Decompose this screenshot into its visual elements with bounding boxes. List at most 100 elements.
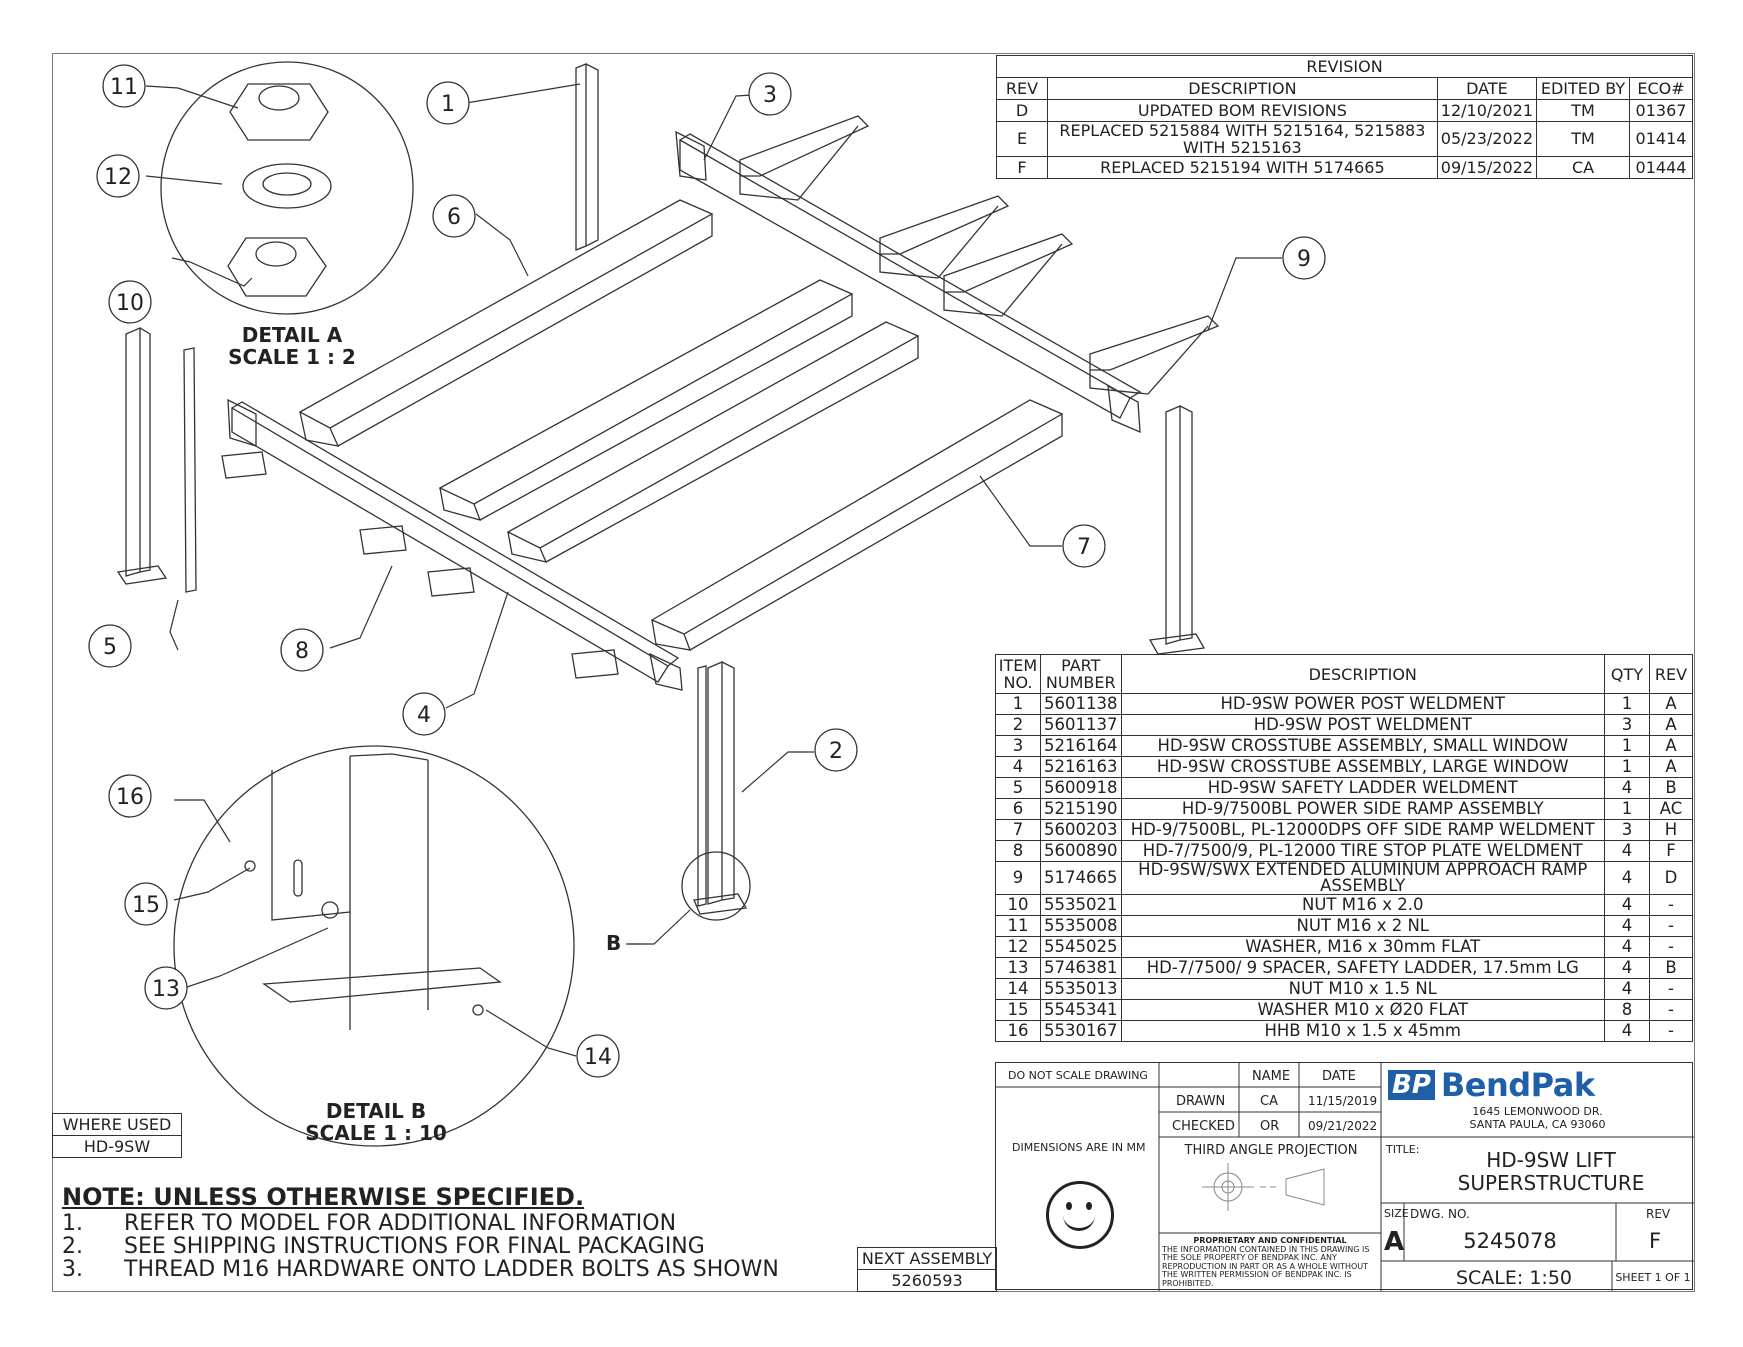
balloon-8: 8 (280, 628, 324, 672)
bom-cell-part: 5216163 (1040, 756, 1122, 778)
detail-a-label: DETAIL A SCALE 1 : 2 (222, 324, 362, 368)
detail-b-callout-circle (681, 851, 751, 921)
bom-cell-qty: 4 (1604, 840, 1650, 862)
notes-section: NOTE: UNLESS OTHERWISE SPECIFIED. 1.REFE… (62, 1183, 779, 1282)
bom-cell-part: 5601138 (1040, 693, 1122, 715)
note-item: 1.REFER TO MODEL FOR ADDITIONAL INFORMAT… (62, 1211, 677, 1236)
bom-cell-qty: 4 (1604, 936, 1650, 958)
svg-text:2: 2 (829, 739, 843, 764)
bom-cell-part: 5530167 (1040, 1020, 1122, 1042)
bom-cell-description: HD-9SW/SWX EXTENDED ALUMINUM APPROACH RA… (1120, 861, 1605, 895)
detail-b-label: DETAIL B SCALE 1 : 10 (296, 1100, 456, 1144)
balloon-3: 3 (748, 72, 792, 116)
bom-cell-rev: - (1649, 915, 1693, 937)
bom-cell-item: 12 (995, 936, 1041, 958)
bom-cell-rev: H (1649, 819, 1693, 841)
balloon-16: 16 (108, 774, 152, 818)
detail-b-scale: SCALE 1 : 10 (305, 1121, 447, 1145)
tire-stop-3 (427, 567, 475, 597)
balloon-9: 9 (1282, 236, 1326, 280)
rev-label: REV (1646, 1207, 1671, 1221)
balloon-12: 12 (96, 154, 140, 198)
bom-cell-rev: - (1649, 1020, 1693, 1042)
bom-cell-rev: A (1649, 693, 1693, 715)
ramp-middle-a (438, 279, 854, 521)
bom-cell-qty: 4 (1604, 957, 1650, 979)
bom-cell-description: HD-7/7500/ 9 SPACER, SAFETY LADDER, 17.5… (1120, 957, 1605, 979)
svg-text:7: 7 (1077, 535, 1091, 560)
company-address: 1645 LEMONWOOD DR. SANTA PAULA, CA 93060 (1469, 1105, 1606, 1131)
do-not-scale-label: DO NOT SCALE DRAWING (1008, 1069, 1148, 1082)
bom-cell-qty: 3 (1604, 819, 1650, 841)
bom-cell-rev: - (1649, 978, 1693, 1000)
dwg-number: 5245078 (1463, 1229, 1557, 1253)
bom-cell-qty: 4 (1604, 978, 1650, 1000)
svg-text:14: 14 (584, 1045, 612, 1070)
balloon-11: 11 (102, 64, 146, 108)
tire-stop-4 (571, 649, 619, 679)
logo-word: BendPak (1440, 1066, 1595, 1104)
bom-cell-rev: A (1649, 714, 1693, 736)
bom-cell-item: 3 (995, 735, 1041, 757)
balloon-2: 2 (814, 728, 858, 772)
size-value: A (1384, 1227, 1405, 1257)
svg-text:15: 15 (132, 893, 160, 918)
balloon-1: 1 (426, 81, 470, 125)
svg-text:6: 6 (447, 205, 461, 230)
logo-mark: BP (1388, 1070, 1435, 1100)
safety-ladder-shape (183, 347, 197, 593)
approach-ramp-2 (879, 195, 1010, 279)
crosstube-front-shape (230, 401, 680, 683)
revision-row: E REPLACED 5215884 WITH 5215164, 5215883… (996, 121, 1693, 157)
bom-cell-rev: - (1649, 894, 1693, 916)
detail-b-marker: B (606, 931, 621, 955)
bom-cell-qty: 8 (1604, 999, 1650, 1021)
projection-label: THIRD ANGLE PROJECTION (1184, 1143, 1358, 1158)
bom-cell-rev: B (1649, 957, 1693, 979)
notes-heading: NOTE: UNLESS OTHERWISE SPECIFIED (62, 1183, 575, 1211)
drawn-name: CA (1260, 1094, 1278, 1109)
svg-text:3: 3 (763, 83, 777, 108)
svg-text:1: 1 (441, 92, 455, 117)
washer-m16-shape (242, 163, 332, 209)
title-block: DO NOT SCALE DRAWING NAME DATE DRAWN CA … (995, 1062, 1694, 1291)
balloon-14: 14 (576, 1034, 620, 1078)
revision-header-row: REV DESCRIPTION DATE EDITED BY ECO# (996, 77, 1693, 100)
bom-cell-rev: AC (1649, 798, 1693, 820)
bom-cell-item: 16 (995, 1020, 1041, 1042)
title-label: TITLE: (1386, 1143, 1420, 1156)
svg-text:9: 9 (1297, 247, 1311, 272)
sheet-label: SHEET 1 OF 1 (1615, 1271, 1691, 1284)
bom-cell-qty: 4 (1604, 1020, 1650, 1042)
note-item: 2.SEE SHIPPING INSTRUCTIONS FOR FINAL PA… (62, 1234, 705, 1259)
detail-a-circle (160, 61, 414, 315)
bom-cell-description: HHB M10 x 1.5 x 45mm (1120, 1020, 1605, 1042)
bom-cell-qty: 4 (1604, 861, 1650, 895)
bom-cell-item: 15 (995, 999, 1041, 1021)
svg-text:16: 16 (116, 785, 144, 810)
nut-m16-shape (227, 237, 327, 297)
bom-cell-item: 14 (995, 978, 1041, 1000)
svg-text:8: 8 (295, 639, 309, 664)
bom-cell-item: 11 (995, 915, 1041, 937)
svg-text:13: 13 (152, 977, 180, 1002)
bom-cell-item: 5 (995, 777, 1041, 799)
bom-cell-item: 1 (995, 693, 1041, 715)
bom-cell-qty: 1 (1604, 798, 1650, 820)
bom-cell-part: 5174665 (1040, 861, 1122, 895)
bom-cell-description: HD-9SW SAFETY LADDER WELDMENT (1120, 777, 1605, 799)
detail-b-title: DETAIL B (325, 1099, 427, 1123)
bom-cell-description: HD-9/7500BL POWER SIDE RAMP ASSEMBLY (1120, 798, 1605, 820)
bom-cell-description: WASHER M10 x Ø20 FLAT (1120, 999, 1605, 1021)
dimensions-note: DIMENSIONS ARE IN MM (1012, 1141, 1146, 1154)
bom-cell-rev: - (1649, 936, 1693, 958)
bom-cell-description: HD-9SW POST WELDMENT (1120, 714, 1605, 736)
